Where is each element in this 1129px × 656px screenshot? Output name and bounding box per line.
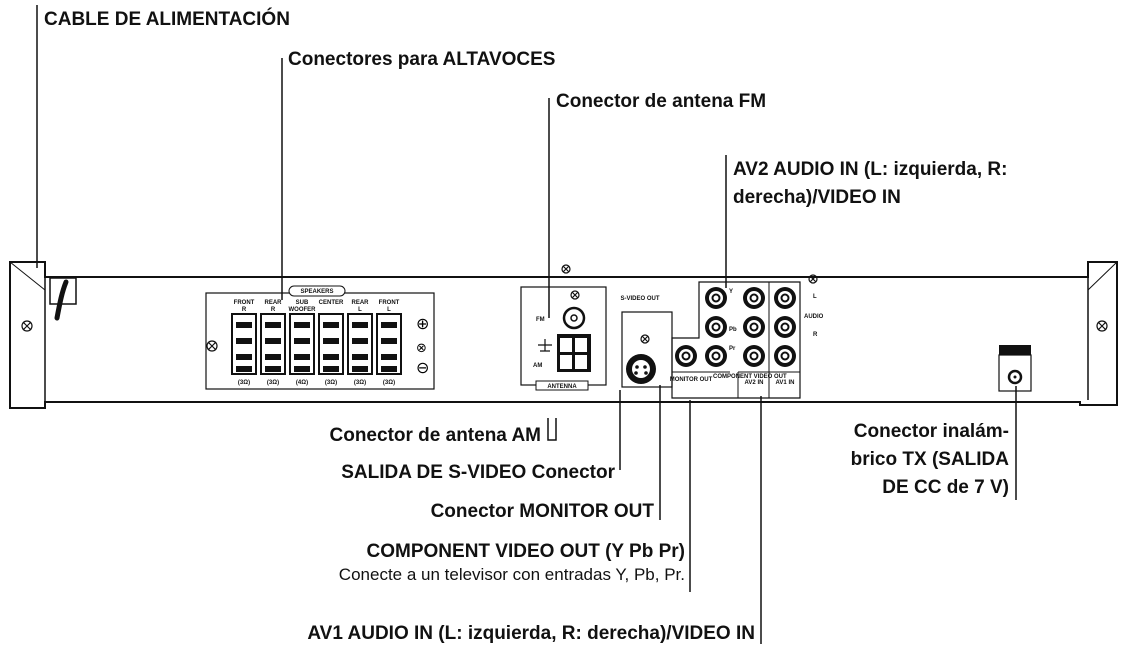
rca-jacks	[675, 287, 796, 367]
speaker-channel-label: REAR	[351, 300, 369, 306]
speaker-terminal-center[interactable]: CENTER (3Ω)	[318, 300, 344, 386]
component-out-title: COMPONENT VIDEO OUT (Y Pb Pr)	[366, 541, 685, 562]
component-out-mark: COMPONENT VIDEO OUT	[713, 374, 787, 380]
polarity-screw-icon: ⊗	[416, 341, 427, 356]
speaker-channel-label: R	[271, 307, 276, 313]
av1-label: AV1 AUDIO IN (L: izquierda, R: derecha)/…	[307, 623, 755, 644]
av2-audio-l-jack[interactable]	[743, 287, 765, 309]
pr-mark: Pr	[729, 346, 736, 352]
monitor-out-label: Conector MONITOR OUT	[430, 501, 654, 522]
screw-icons	[21, 264, 1108, 352]
speaker-channel-label: L	[387, 307, 391, 313]
av1-in-mark: AV1 IN	[776, 380, 795, 386]
right-channel-mark: R	[813, 332, 818, 338]
av1-audio-r-jack[interactable]	[774, 316, 796, 338]
fm-antenna-jack[interactable]	[562, 306, 586, 330]
av2-in-mark: AV2 IN	[745, 380, 764, 386]
left-channel-mark: L	[813, 294, 817, 300]
wireless-tx-section	[998, 345, 1032, 392]
svideo-out-label: SALIDA DE S-VIDEO Conector	[341, 462, 615, 483]
speaker-impedance-label: (4Ω)	[296, 380, 308, 386]
speaker-impedance-label: (3Ω)	[267, 380, 279, 386]
av1-video-jack[interactable]	[774, 345, 796, 367]
speaker-impedance-label: (3Ω)	[383, 380, 395, 386]
speaker-channel-label: WOOFER	[289, 307, 317, 313]
plus-icon: ⊕	[416, 314, 429, 333]
fm-mark: FM	[536, 317, 545, 323]
antenna-panel: ANTENNA FM AM	[520, 286, 607, 391]
monitor-out-jack[interactable]	[675, 345, 697, 367]
av-jack-block: MONITOR OUT COMPONENT VIDEO OUT AV2 IN A…	[670, 281, 824, 399]
leader-lines	[36, 5, 1017, 644]
wireless-tx-label: Conector inalám- brico TX (SALIDA DE CC …	[851, 418, 1009, 502]
av2-audio-r-jack[interactable]	[743, 316, 765, 338]
speaker-channel-label: FRONT	[379, 300, 400, 306]
speakers-panel-title: SPEAKERS	[300, 289, 333, 295]
speaker-channel-label: L	[358, 307, 362, 313]
minus-icon: ⊖	[416, 358, 429, 377]
speaker-channel-label: REAR	[264, 300, 282, 306]
ground-icon	[538, 339, 552, 352]
component-out-desc: Conecte a un televisor con entradas Y, P…	[338, 565, 685, 584]
svideo-section: S-VIDEO OUT	[620, 296, 673, 388]
antenna-panel-title: ANTENNA	[547, 384, 577, 390]
am-mark: AM	[533, 363, 542, 369]
monitor-out-mark: MONITOR OUT	[670, 377, 713, 383]
speaker-impedance-label: (3Ω)	[325, 380, 337, 386]
y-mark: Y	[729, 289, 733, 295]
chassis	[9, 261, 1118, 409]
av2-video-jack[interactable]	[743, 345, 765, 367]
fm-antenna-label: Conector de antena FM	[556, 91, 767, 112]
component-pb-jack[interactable]	[705, 316, 727, 338]
wireless-tx-line1: Conector inalám-	[853, 421, 1009, 442]
speaker-channel-label: SUB	[296, 300, 309, 306]
speaker-channel-label: CENTER	[319, 300, 344, 306]
speaker-connectors-label: Conectores para ALTAVOCES	[288, 49, 556, 70]
pb-mark: Pb	[729, 327, 737, 333]
av2-label-line1: AV2 AUDIO IN (L: izquierda, R:	[733, 159, 1008, 180]
speaker-channel-label: R	[242, 307, 247, 313]
speaker-terminals: FRONTR(3Ω)REARR(3Ω)SUBWOOFER(4Ω)CENTER(3…	[231, 300, 402, 386]
wireless-tx-line2: brico TX (SALIDA	[850, 449, 1009, 470]
wireless-tx-line3: DE CC de 7 V)	[882, 477, 1009, 498]
speaker-channel-label: FRONT	[234, 300, 255, 306]
speaker-impedance-label: (3Ω)	[354, 380, 366, 386]
speaker-impedance-label: (3Ω)	[238, 380, 250, 386]
power-cable-icon	[49, 277, 77, 321]
power-cable-label: CABLE DE ALIMENTACIÓN	[44, 9, 290, 30]
am-antenna-terminal[interactable]	[557, 334, 591, 372]
svideo-out-mark: S-VIDEO OUT	[620, 296, 659, 302]
component-pr-jack[interactable]	[705, 345, 727, 367]
audio-mark: AUDIO	[804, 314, 824, 320]
av2-label-line2: derecha)/VIDEO IN	[733, 187, 901, 208]
component-out-label: COMPONENT VIDEO OUT (Y Pb Pr) Conecte a …	[339, 540, 685, 586]
av1-audio-l-jack[interactable]	[774, 287, 796, 309]
component-y-jack[interactable]	[705, 287, 727, 309]
speaker-terminal-panel: SPEAKERS FRONTR(3Ω)REARR(3Ω)SUBWOOFER(4Ω…	[205, 285, 435, 390]
am-antenna-label: Conector de antena AM	[329, 425, 542, 446]
